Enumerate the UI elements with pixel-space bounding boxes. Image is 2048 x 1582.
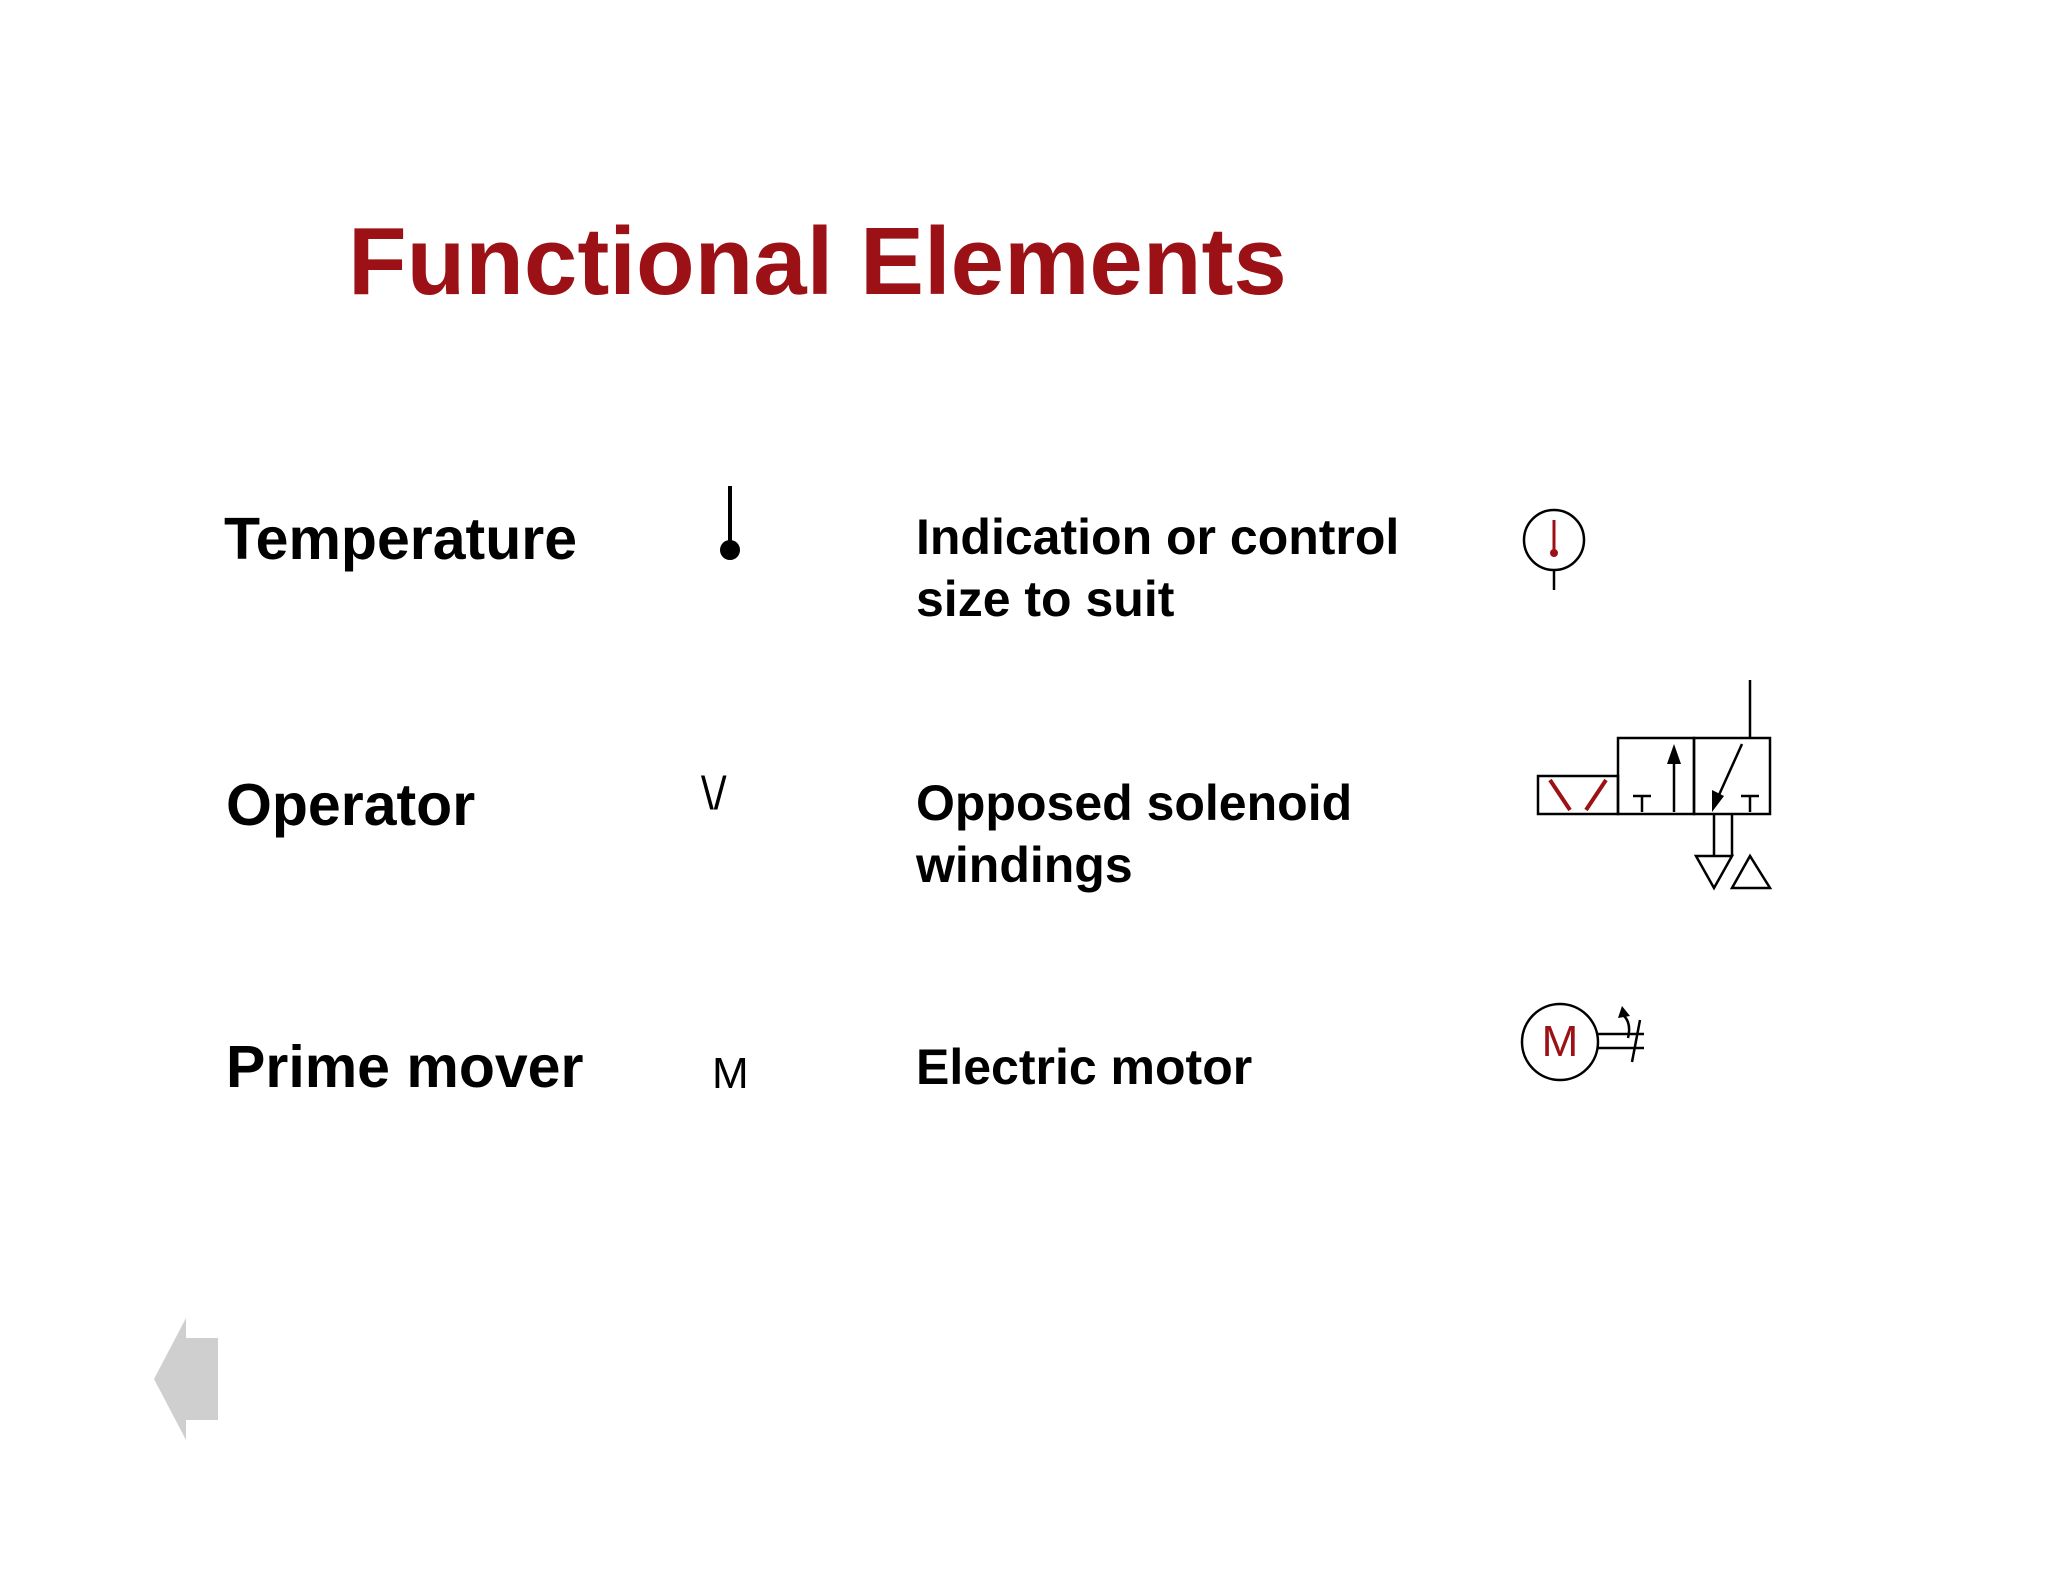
desc-temperature-line-2: size to suit (916, 571, 1175, 627)
label-operator: Operator (226, 772, 476, 838)
electric-motor-icon: M (1518, 1000, 1668, 1090)
desc-electric-motor-line-1: Electric motor (916, 1039, 1253, 1095)
operator-glyph: \/ (701, 767, 727, 819)
back-arrow-icon[interactable] (154, 1318, 218, 1440)
label-temperature: Temperature (224, 506, 578, 572)
electric-motor-symbol (1520, 1002, 1644, 1082)
desc-operator-line-1: Opposed solenoid (916, 775, 1353, 831)
label-prime-mover: Prime mover (226, 1034, 584, 1100)
thermometer-icon (720, 486, 740, 560)
desc-electric-motor: Electric motor (916, 1036, 1252, 1098)
desc-temperature-line-1: Indication or control (916, 509, 1400, 565)
solenoid-valve-icon (1536, 680, 1773, 891)
desc-operator: Opposed solenoid windings (916, 772, 1352, 896)
prime-mover-glyph: M (712, 1049, 749, 1098)
desc-temperature: Indication or control size to suit (916, 506, 1399, 630)
desc-operator-line-2: windings (916, 837, 1133, 893)
motor-letter: M (1541, 1017, 1579, 1066)
slide-title: Functional Elements (348, 208, 1287, 315)
temperature-indicator-icon (1522, 508, 1586, 590)
